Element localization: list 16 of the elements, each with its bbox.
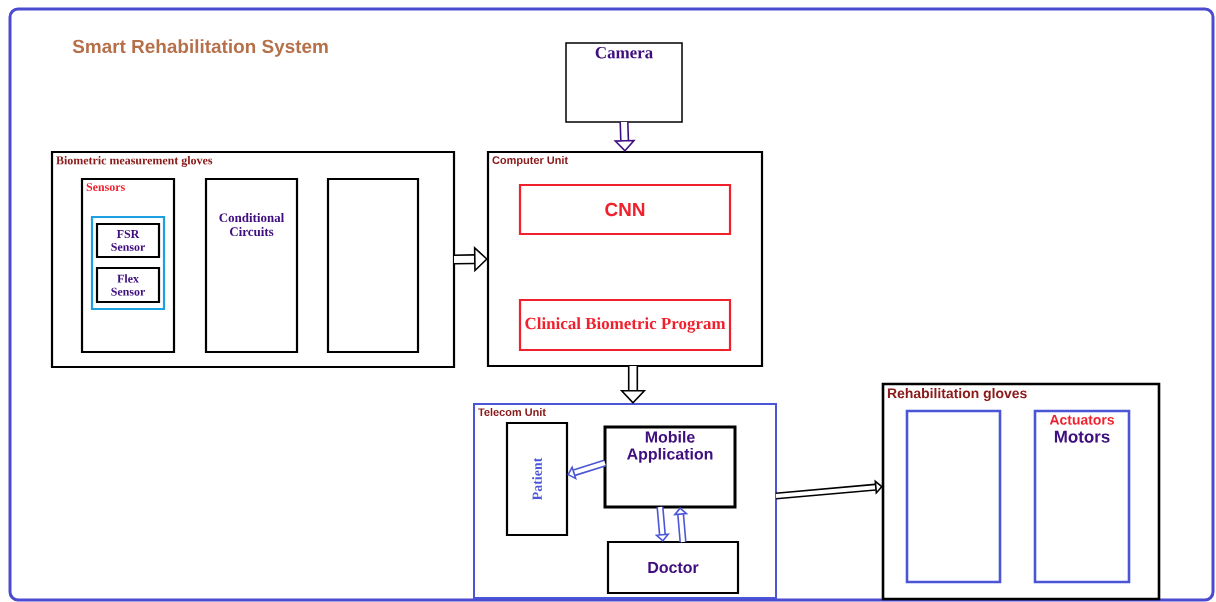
- camera-box: Camera: [565, 42, 683, 123]
- title: Smart Rehabilitation System: [72, 39, 328, 57]
- process-box: Conditional Circuits: [204, 177, 299, 354]
- sensor-box: FSR Sensor: [95, 222, 161, 259]
- process-box: Mobile Application: [603, 425, 737, 509]
- process-box: CNN: [518, 183, 732, 236]
- process-box: Clinical Biometric Program: [518, 298, 732, 352]
- sensor-box: Flex Sensor: [95, 266, 161, 304]
- controller-box: [905, 409, 1002, 584]
- block-arrow: [567, 459, 607, 480]
- process-box: [326, 177, 420, 354]
- actuator-box: Actuators Motors: [1033, 409, 1131, 584]
- block-arrow: [775, 479, 883, 500]
- patient-box: Patient: [505, 421, 569, 537]
- group-box: [90, 215, 166, 311]
- doctor-box: Doctor: [606, 540, 740, 595]
